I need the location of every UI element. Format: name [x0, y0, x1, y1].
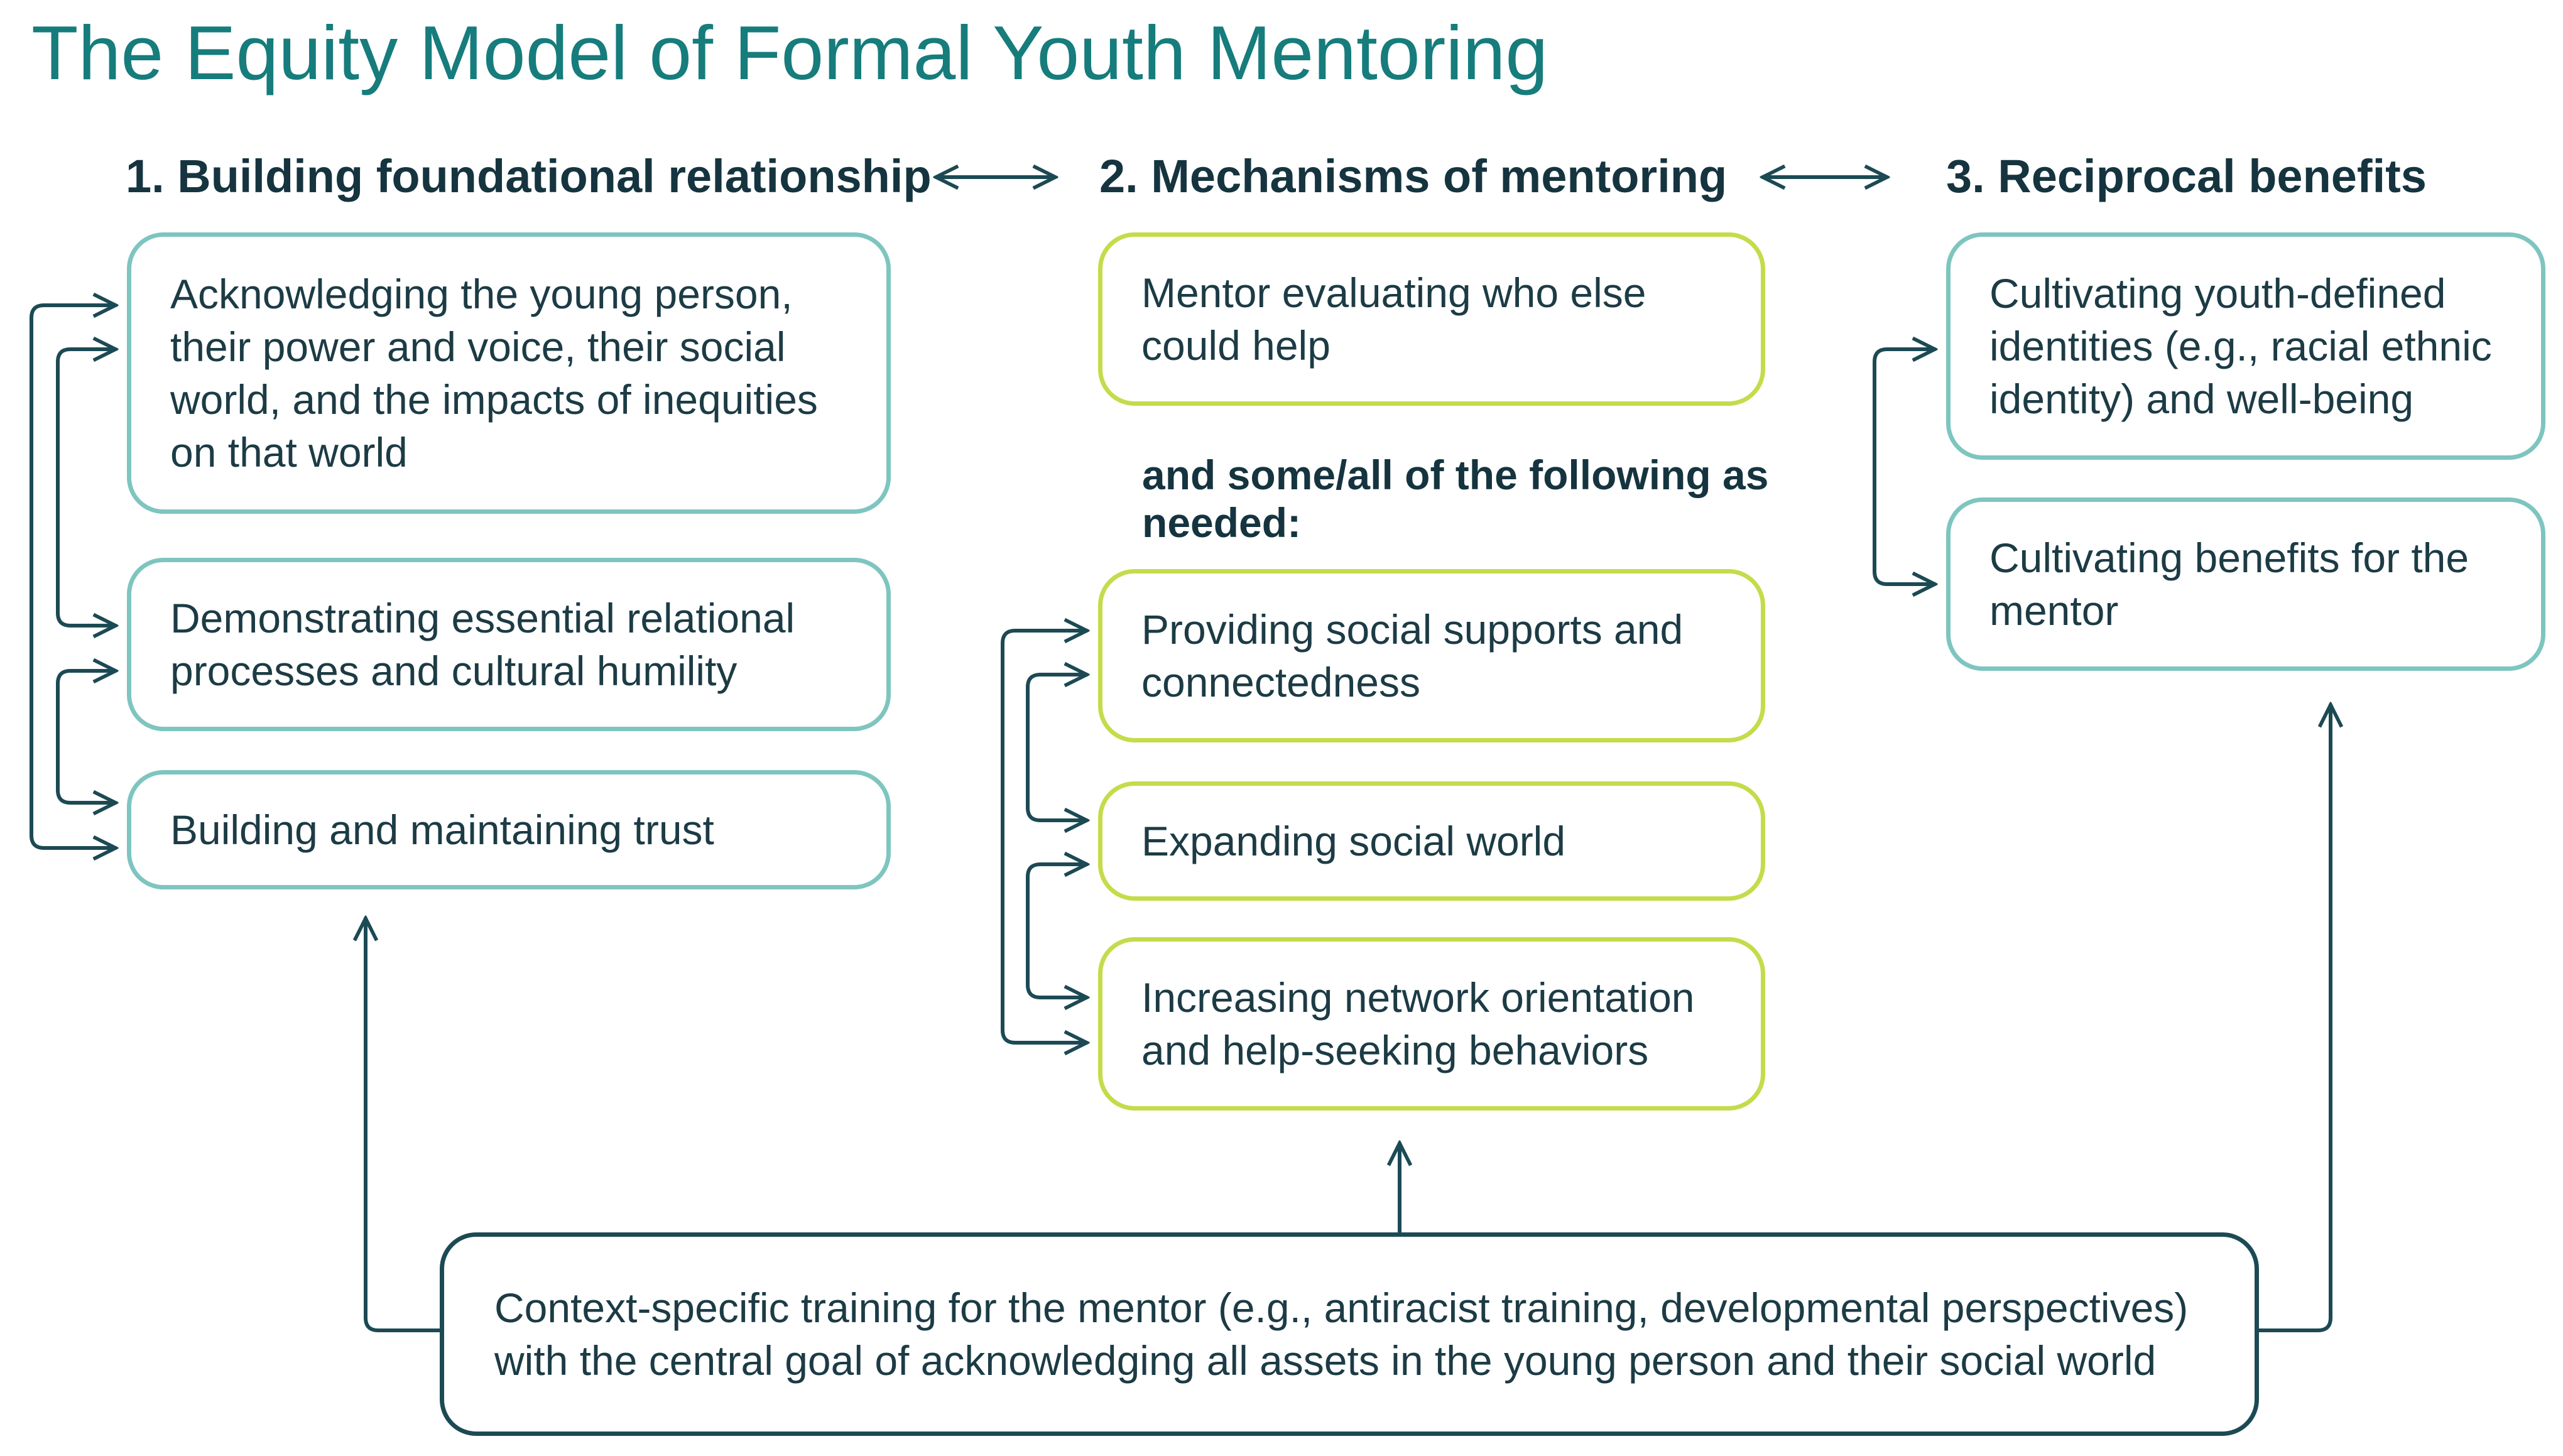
box-acknowledging-young-person: Acknowledging the young person, their po…: [127, 232, 891, 514]
box-benefits-for-mentor-text: Cultivating benefits for the mentor: [1989, 535, 2469, 634]
box-relational-processes-text: Demonstrating essential relational proce…: [170, 595, 795, 694]
box-building-trust: Building and maintaining trust: [127, 770, 891, 889]
bracket-arrow-3: [1873, 349, 1935, 584]
box-mentor-evaluating-text: Mentor evaluating who else could help: [1141, 269, 1646, 369]
box-social-supports: Providing social supports and connectedn…: [1098, 569, 1765, 742]
box-context-training: Context-specific training for the mentor…: [440, 1232, 2259, 1436]
heading-mechanisms: 2. Mechanisms of mentoring: [1099, 150, 1728, 202]
box-context-training-text: Context-specific training for the mentor…: [494, 1285, 2189, 1384]
bracket-arrow-1-outer: [30, 305, 116, 848]
heading-reciprocal-benefits: 3. Reciprocal benefits: [1946, 150, 2427, 202]
heading-foundational-relationship: 1. Building foundational relationship: [126, 150, 932, 202]
footer-arrow-to-col3: [2257, 705, 2331, 1332]
box-youth-defined-identities: Cultivating youth-defined identities (e.…: [1946, 232, 2545, 460]
footer-arrow-to-col1: [366, 918, 442, 1332]
bracket-arrow-2-outer: [1001, 631, 1087, 1043]
bracket-arrow-1-lower: [56, 671, 116, 803]
box-acknowledging-young-person-text: Acknowledging the young person, their po…: [170, 271, 818, 475]
box-building-trust-text: Building and maintaining trust: [170, 807, 714, 853]
box-mentor-evaluating: Mentor evaluating who else could help: [1098, 232, 1765, 406]
bracket-arrow-2-upper: [1026, 675, 1087, 820]
bracket-arrow-2-lower: [1026, 864, 1087, 997]
bracket-arrow-1-upper: [56, 349, 116, 626]
box-relational-processes: Demonstrating essential relational proce…: [127, 558, 891, 731]
box-network-orientation-text: Increasing network orientation and help-…: [1141, 974, 1695, 1073]
box-expanding-social-world-text: Expanding social world: [1141, 818, 1566, 864]
box-youth-defined-identities-text: Cultivating youth-defined identities (e.…: [1989, 270, 2492, 422]
mechanisms-subheading: and some/all of the following as needed:: [1142, 452, 1769, 546]
box-benefits-for-mentor: Cultivating benefits for the mentor: [1946, 497, 2545, 671]
diagram-title: The Equity Model of Formal Youth Mentori…: [31, 10, 1548, 95]
box-network-orientation: Increasing network orientation and help-…: [1098, 937, 1765, 1111]
box-expanding-social-world: Expanding social world: [1098, 781, 1765, 901]
box-social-supports-text: Providing social supports and connectedn…: [1141, 606, 1684, 705]
